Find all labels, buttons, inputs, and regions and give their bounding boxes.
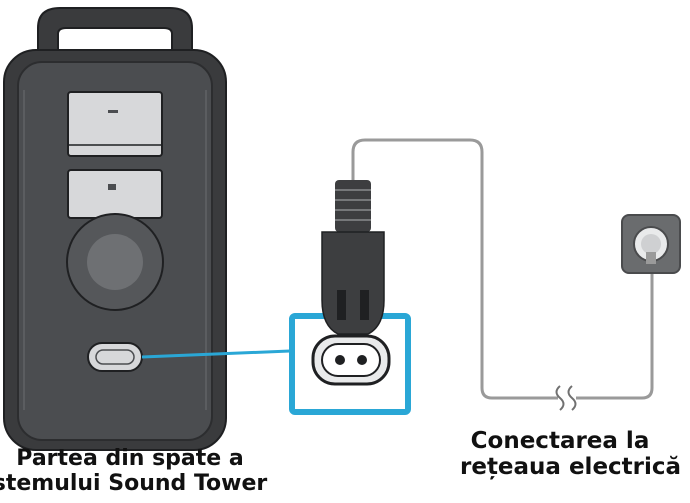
speaker-back-illustration	[3, 7, 227, 451]
power-cable	[351, 138, 654, 400]
speaker-back-caption-line2: stemului Sound Tower	[0, 471, 268, 497]
mains-caption-line1: Conectarea la	[470, 428, 650, 454]
inlet-callout	[141, 313, 411, 415]
wall-outlet	[621, 214, 681, 274]
speaker-back-caption: Partea din spate a stemului Sound Tower	[0, 446, 300, 497]
speaker-io-panel	[67, 169, 163, 219]
port-icon	[108, 184, 116, 190]
callout-line	[141, 349, 291, 359]
speaker-back-caption-line1: Partea din spate a	[16, 446, 244, 471]
power-plug	[321, 180, 385, 335]
mains-caption-line2: rețeaua electrică	[460, 454, 682, 481]
indicator-icon	[108, 110, 118, 113]
speaker-top-panel	[67, 91, 163, 157]
cable-break-mark	[555, 385, 577, 411]
mains-connection-caption: Conectarea la rețeaua electrică	[460, 428, 682, 481]
